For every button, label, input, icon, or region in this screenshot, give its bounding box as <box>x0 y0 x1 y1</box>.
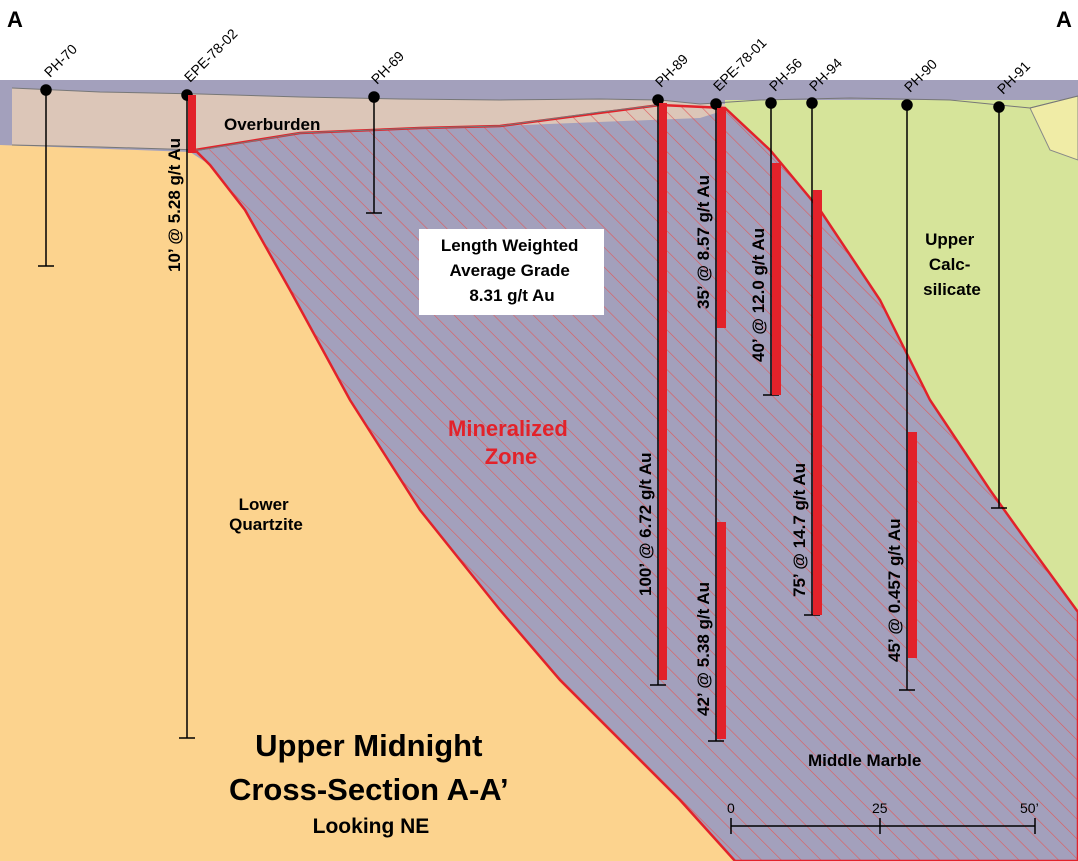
interval-label: 35’ @ 8.57 g/t Au <box>694 175 713 309</box>
avg-line3: 8.31 g/t Au <box>469 286 554 305</box>
upper-calc-line3: silicate <box>923 280 981 299</box>
upper-calcsilicate-label: Upper Calc- silicate <box>923 230 981 299</box>
overburden-label: Overburden <box>224 115 320 134</box>
interval-label: 45’ @ 0.457 g/t Au <box>885 518 904 662</box>
average-grade-text: Length Weighted Average Grade 8.31 g/t A… <box>441 236 583 305</box>
drill-holes <box>38 84 1007 742</box>
upper-calc-line2: Calc- <box>929 255 971 274</box>
scale-tick-0: 0 <box>727 800 735 816</box>
title-line2: Cross-Section A-A’ <box>229 772 509 807</box>
interval-label: 100’ @ 6.72 g/t Au <box>636 452 655 596</box>
mineralized-zone-label: Mineralized Zone <box>448 416 574 469</box>
middle-marble-label: Middle Marble <box>808 751 921 770</box>
interval-label: 42’ @ 5.38 g/t Au <box>694 582 713 716</box>
title-line3: Looking NE <box>313 815 430 838</box>
ground-surface-line <box>11 87 1078 109</box>
lower-quartzite-unit <box>0 145 735 861</box>
average-grade-box <box>419 229 604 315</box>
avg-line2: Average Grade <box>449 261 569 280</box>
hole-label: EPE-78-02 <box>181 25 241 85</box>
section-end-right: A <box>1056 7 1072 32</box>
lower-quartzite-label: Lower Quartzite <box>229 495 303 534</box>
scale-tick-25: 25 <box>872 800 888 816</box>
avg-line1: Length Weighted <box>441 236 579 255</box>
diagram-title: Upper Midnight Cross-Section A-A’ Lookin… <box>229 728 513 838</box>
lower-quartzite-line1: Lower <box>239 495 289 514</box>
interval-label: 75’ @ 14.7 g/t Au <box>790 463 809 597</box>
interval-label: 40’ @ 12.0 g/t Au <box>749 228 768 362</box>
section-end-left: A <box>7 7 23 32</box>
mineralized-line1: Mineralized <box>448 416 568 441</box>
upper-calcsilicate-unit <box>725 100 1078 612</box>
title-line1: Upper Midnight <box>255 728 482 763</box>
scale-bar <box>730 818 1036 834</box>
mineralized-intervals <box>188 95 917 739</box>
interval-label: 10’ @ 5.28 g/t Au <box>165 138 184 272</box>
hole-label: PH-70 <box>41 41 81 81</box>
interval-labels: 10’ @ 5.28 g/t Au 100’ @ 6.72 g/t Au 35’… <box>165 138 904 716</box>
mineralized-line2: Zone <box>485 444 538 469</box>
upper-calc-line1: Upper <box>925 230 975 249</box>
lower-quartzite-line2: Quartzite <box>229 515 303 534</box>
overburden-base-line <box>11 104 661 151</box>
scale-tick-50: 50’ <box>1020 800 1039 816</box>
